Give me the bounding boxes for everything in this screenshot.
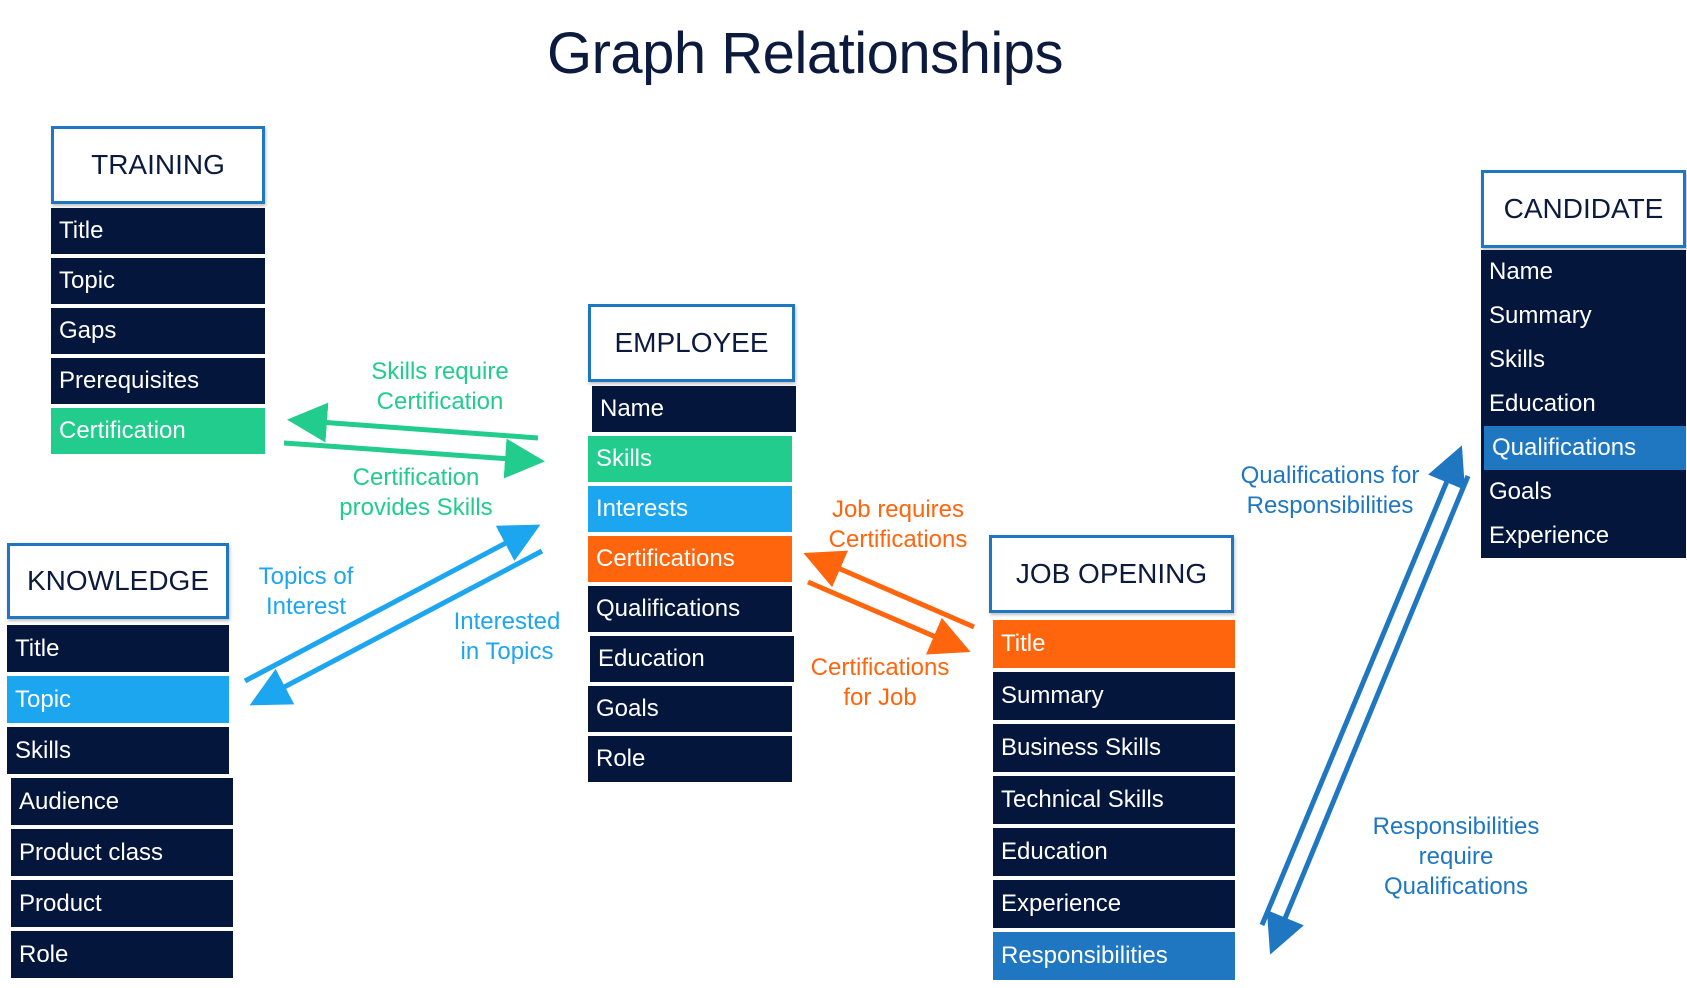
employee-field-goals: Goals (588, 686, 792, 732)
candidate-field-goals: Goals (1481, 470, 1681, 514)
job-opening-header: JOB OPENING (989, 535, 1234, 613)
job-opening-field-experience: Experience (993, 880, 1235, 928)
label-certification-provides-skills: Certification provides Skills (339, 464, 493, 521)
employee-field-qualifications: Qualifications (588, 586, 792, 632)
employee-field-skills: Skills (588, 436, 792, 482)
employee-field-role: Role (588, 736, 792, 782)
candidate-field-summary: Summary (1481, 294, 1681, 338)
job-opening-field-technical-skills: Technical Skills (993, 776, 1235, 824)
label-certifications-for-job: Certifications for Job (810, 654, 950, 711)
training-field-certification: Certification (51, 408, 265, 454)
label-qualifications-for-responsibilities: Qualifications for Responsibilities (1240, 462, 1420, 519)
job-opening-field-business-skills: Business Skills (993, 724, 1235, 772)
page-title: Graph Relationships (546, 21, 1064, 86)
arrow-knowledge-to-interests (243, 524, 541, 684)
arrow-certification-to-skills (283, 438, 545, 479)
label-responsibilities-require-qualifications: Responsibilities require Qualifications (1372, 813, 1540, 900)
candidate-field-qualifications: Qualifications (1484, 426, 1686, 470)
training-field-gaps: Gaps (51, 308, 265, 354)
label-skills-require-certification: Skills require Certification (371, 358, 509, 415)
training-entity: TRAINING Title Topic Gaps Prerequisites … (51, 126, 265, 458)
candidate-header: CANDIDATE (1481, 170, 1686, 248)
employee-field-name: Name (592, 386, 796, 432)
knowledge-field-topic: Topic (7, 676, 229, 723)
employee-header: EMPLOYEE (588, 304, 795, 382)
label-job-requires-certifications: Job requires Certifications (828, 496, 968, 553)
job-opening-entity: JOB OPENING Title Summary Business Skill… (989, 535, 1235, 984)
candidate-field-experience: Experience (1481, 514, 1681, 558)
arrow-interests-to-knowledge (249, 548, 544, 706)
training-field-title: Title (51, 208, 265, 254)
arrow-responsibilities-to-qualifications (1259, 445, 1465, 926)
job-opening-field-education: Education (993, 828, 1235, 876)
training-field-prerequisites: Prerequisites (51, 358, 265, 404)
arrow-skills-to-certification (287, 402, 539, 443)
knowledge-field-audience: Audience (11, 778, 233, 825)
training-header: TRAINING (51, 126, 265, 204)
knowledge-field-skills: Skills (7, 727, 229, 774)
job-opening-field-responsibilities: Responsibilities (993, 932, 1235, 980)
candidate-field-skills: Skills (1481, 338, 1681, 382)
candidate-field-education: Education (1481, 382, 1681, 426)
knowledge-field-product-class: Product class (11, 829, 233, 876)
training-field-topic: Topic (51, 258, 265, 304)
candidate-field-name: Name (1481, 250, 1681, 294)
employee-field-certifications: Certifications (588, 536, 792, 582)
employee-field-education: Education (590, 636, 794, 682)
knowledge-field-title: Title (7, 625, 229, 672)
label-interested-in-topics: Interested in Topics (453, 608, 561, 665)
arrow-certifications-to-job (807, 579, 971, 655)
job-opening-field-summary: Summary (993, 672, 1235, 720)
knowledge-field-role: Role (11, 931, 233, 978)
employee-field-interests: Interests (588, 486, 792, 532)
arrow-job-to-certifications (803, 550, 975, 630)
label-topics-of-interest: Topics of Interest (258, 563, 354, 620)
knowledge-header: KNOWLEDGE (7, 543, 229, 619)
arrow-qualifications-to-responsibilities (1266, 475, 1471, 955)
employee-entity: EMPLOYEE Name Skills Interests Certifica… (588, 304, 796, 786)
knowledge-entity: KNOWLEDGE Title Topic Skills Audience Pr… (7, 543, 233, 982)
job-opening-field-title: Title (993, 620, 1235, 668)
knowledge-field-product: Product (11, 880, 233, 927)
candidate-entity: CANDIDATE Name Summary Skills Education … (1481, 170, 1686, 558)
